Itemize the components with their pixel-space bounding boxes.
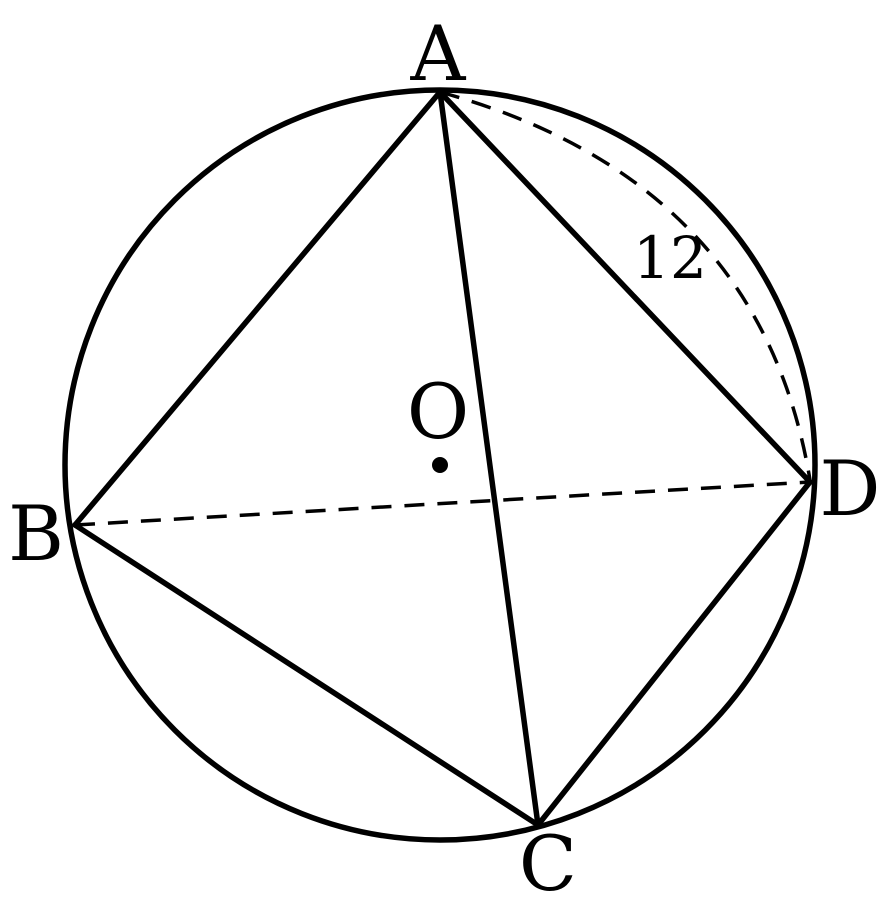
- segment-bc: [72, 522, 541, 828]
- diagonal-ac: [437, 89, 541, 828]
- label-o: O: [407, 367, 469, 456]
- center-point-o: [432, 457, 448, 473]
- edge-length-label: 12: [633, 224, 707, 292]
- label-b: B: [8, 489, 64, 578]
- label-a: A: [410, 9, 467, 98]
- segment-cd: [535, 479, 813, 828]
- segment-ab: [72, 89, 443, 528]
- segment-ad: [437, 89, 813, 485]
- label-c: C: [519, 819, 577, 908]
- diagonal-bd-dashed: [74, 480, 811, 527]
- label-d: D: [820, 444, 881, 533]
